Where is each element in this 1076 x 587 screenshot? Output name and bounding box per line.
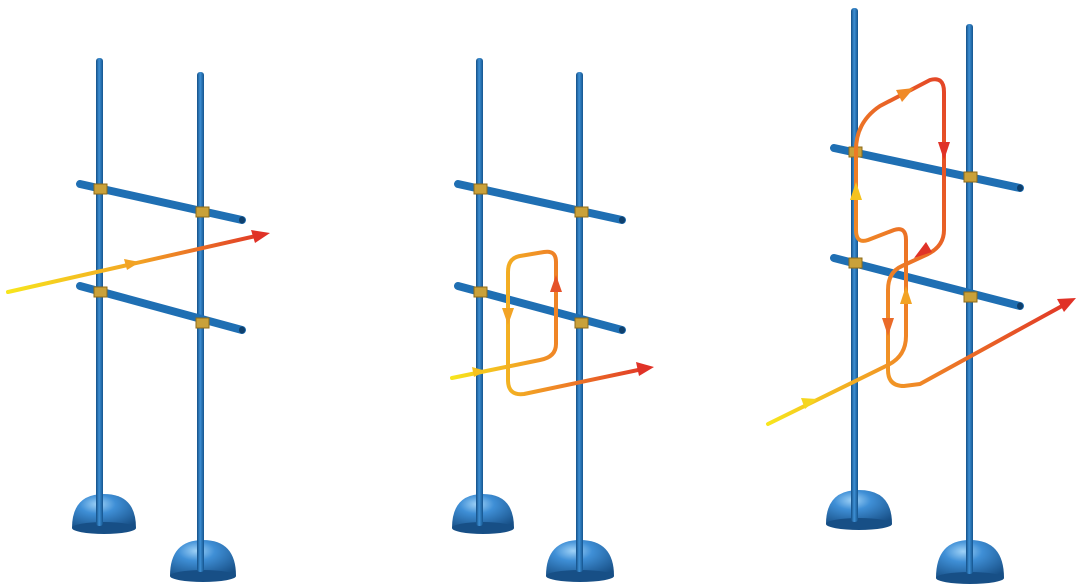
crossbar-upper bbox=[76, 180, 246, 224]
connector bbox=[473, 286, 488, 298]
connector bbox=[195, 206, 210, 218]
arrowhead-up bbox=[850, 182, 862, 200]
arrowhead-end bbox=[251, 230, 270, 243]
connector bbox=[93, 183, 108, 195]
arrowhead-down bbox=[882, 318, 894, 336]
path-arrow-loop bbox=[450, 249, 654, 397]
arrowhead-down bbox=[502, 308, 514, 325]
crossbar-lower bbox=[454, 282, 626, 334]
arrowhead-end bbox=[636, 362, 654, 376]
panel-3 bbox=[766, 8, 1076, 584]
arrowhead-up bbox=[900, 286, 912, 304]
arrowhead-down bbox=[938, 142, 950, 160]
arrowhead-right bbox=[896, 88, 914, 102]
arrowhead-mid bbox=[124, 259, 140, 270]
connector bbox=[963, 171, 978, 183]
arrowhead-up bbox=[550, 275, 562, 292]
path-arrow-straight bbox=[6, 230, 270, 294]
arrowhead-entry bbox=[472, 367, 486, 377]
panel-2 bbox=[450, 58, 654, 582]
connector bbox=[93, 286, 108, 298]
path-arrow-double-loop bbox=[766, 77, 1076, 426]
arrowhead-entry bbox=[801, 398, 817, 409]
connector bbox=[574, 317, 589, 329]
crossbar-lower bbox=[76, 282, 246, 334]
crossbar-upper bbox=[454, 180, 626, 224]
connector bbox=[574, 206, 589, 218]
connector bbox=[848, 257, 863, 269]
connector bbox=[195, 317, 210, 329]
crossbar-upper bbox=[830, 144, 1024, 192]
base-back bbox=[826, 490, 892, 530]
panel-1 bbox=[6, 58, 270, 582]
crossbar-lower bbox=[830, 254, 1024, 310]
arrowhead-down-left bbox=[914, 242, 932, 258]
connector bbox=[963, 291, 978, 303]
connector bbox=[473, 183, 488, 195]
arrowhead-end bbox=[1057, 298, 1076, 312]
base-back bbox=[72, 494, 136, 534]
